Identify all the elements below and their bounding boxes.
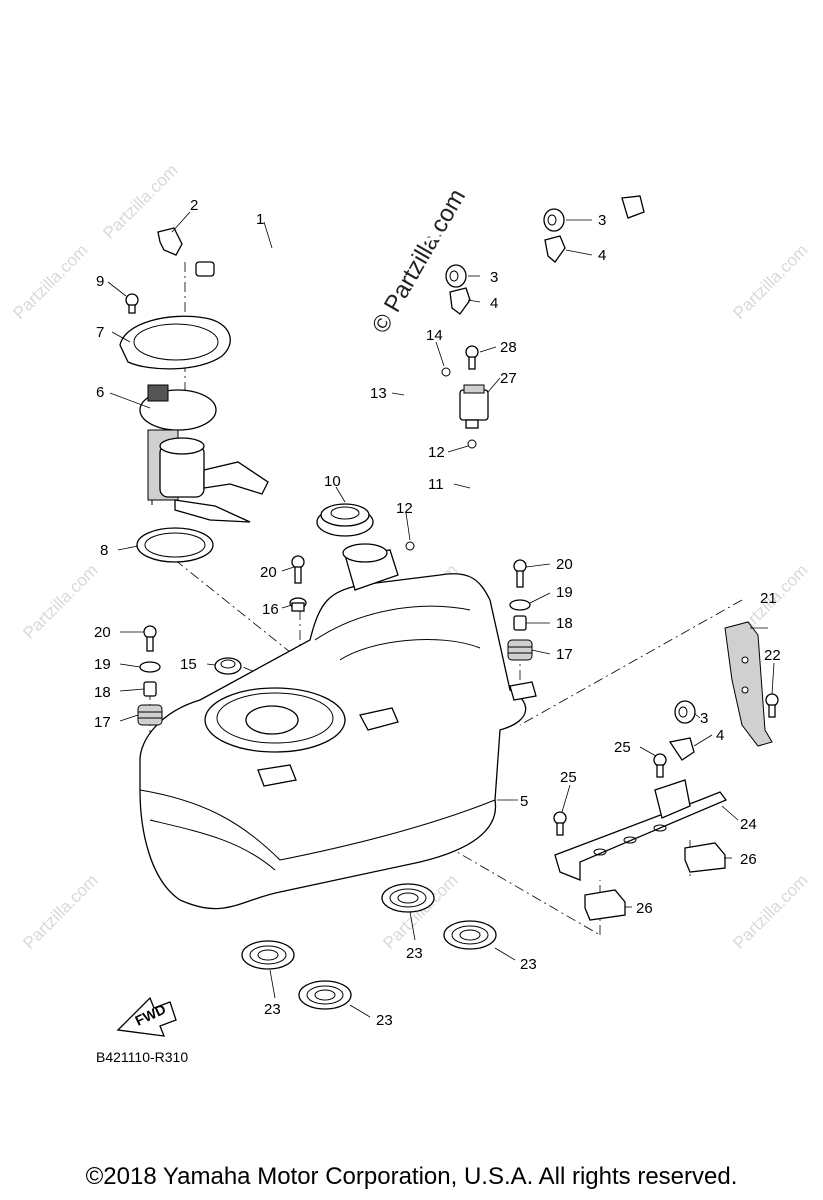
callout-1: 1 (256, 211, 264, 228)
callout-15: 15 (180, 656, 197, 673)
callout-26: 26 (636, 900, 653, 917)
grommet (543, 208, 565, 232)
bolt (513, 559, 527, 588)
bolt (465, 345, 479, 370)
leader-lines (107, 211, 775, 1018)
callout-17: 17 (556, 646, 573, 663)
fuel-hose-assembly (195, 176, 645, 277)
retaining-ring (119, 315, 231, 370)
watermark-text: Partzilla.com (19, 871, 101, 953)
callout-18: 18 (94, 684, 111, 701)
bolt (143, 625, 157, 652)
callout-labels: 1 2 3 3 3 4 4 4 5 6 7 8 9 10 11 12 12 13… (94, 197, 781, 1029)
callout-23: 23 (520, 956, 537, 973)
callout-20: 20 (556, 556, 573, 573)
callout-25: 25 (560, 769, 577, 786)
hose-clip (157, 227, 183, 256)
callout-23: 23 (376, 1012, 393, 1029)
callout-21: 21 (760, 590, 777, 607)
callout-13: 13 (370, 385, 387, 402)
callout-18: 18 (556, 615, 573, 632)
fwd-arrow: FWD (116, 996, 177, 1037)
copyright-notice: ©2018 Yamaha Motor Corporation, U.S.A. A… (85, 1163, 738, 1190)
callout-23: 23 (264, 1001, 281, 1018)
callout-5: 5 (520, 793, 528, 810)
tank-pad (443, 920, 497, 950)
callout-27: 27 (500, 370, 517, 387)
watermark-text: Partzilla.com (9, 241, 91, 323)
hose-clamp (668, 737, 695, 761)
hose-clip-small (405, 541, 415, 551)
callout-19: 19 (556, 584, 573, 601)
callout-4: 4 (716, 727, 724, 744)
callout-10: 10 (324, 473, 341, 490)
callout-9: 9 (96, 273, 104, 290)
callout-25: 25 (614, 739, 631, 756)
callout-17: 17 (94, 714, 111, 731)
damper (507, 639, 533, 661)
tank-pad (241, 940, 295, 970)
callout-12: 12 (428, 444, 445, 461)
breather-hose (405, 363, 441, 421)
bolt (553, 811, 567, 836)
damper-block (684, 842, 726, 873)
collar (289, 597, 307, 612)
fuel-pump-seal (136, 527, 214, 563)
bolt (291, 555, 305, 584)
callout-3: 3 (700, 710, 708, 727)
callout-11: 11 (428, 476, 444, 493)
rollover-valve (459, 384, 489, 429)
hose-clamp (544, 235, 566, 263)
collar (513, 615, 527, 631)
callout-28: 28 (500, 339, 517, 356)
bolt (765, 693, 779, 718)
callout-3: 3 (598, 212, 606, 229)
callout-2: 2 (190, 197, 198, 214)
watermark-text: Partzilla.com (729, 871, 811, 953)
washer (509, 599, 531, 611)
diagram-code: B421110-R310 (96, 1049, 188, 1065)
callout-20: 20 (260, 564, 277, 581)
fuel-cap (316, 503, 374, 537)
grommet (214, 657, 242, 675)
callout-26: 26 (740, 851, 757, 868)
callout-3: 3 (490, 269, 498, 286)
partzilla-watermark: © Partzilla.com (367, 184, 471, 338)
callout-4: 4 (598, 247, 606, 264)
hose-clip-small (467, 439, 477, 449)
bolt (125, 293, 139, 314)
callout-12: 12 (396, 500, 413, 517)
tank-bracket (724, 621, 773, 747)
callout-7: 7 (96, 324, 104, 341)
tank-pad (381, 883, 435, 913)
callout-14: 14 (426, 327, 443, 344)
fuel-tank (139, 543, 537, 910)
callout-8: 8 (100, 542, 108, 559)
bolt (653, 753, 667, 778)
collar (143, 681, 157, 697)
watermark-text: Partzilla.com (729, 241, 811, 323)
hose-clamp (449, 287, 471, 315)
tank-pad (298, 980, 352, 1010)
tank-stay (554, 779, 728, 881)
callout-22: 22 (764, 647, 781, 664)
damper (137, 704, 163, 726)
callout-6: 6 (96, 384, 104, 401)
callout-24: 24 (740, 816, 757, 833)
callout-19: 19 (94, 656, 111, 673)
hose-clip-small (441, 367, 451, 377)
grommet (674, 700, 696, 724)
washer (139, 661, 161, 673)
watermark-text: Partzilla.com (19, 561, 101, 643)
callout-20: 20 (94, 624, 111, 641)
fuel-pump (139, 384, 269, 523)
callout-4: 4 (490, 295, 498, 312)
damper-block (584, 889, 626, 921)
callout-16: 16 (262, 601, 279, 618)
grommet (445, 264, 467, 288)
callout-23: 23 (406, 945, 423, 962)
